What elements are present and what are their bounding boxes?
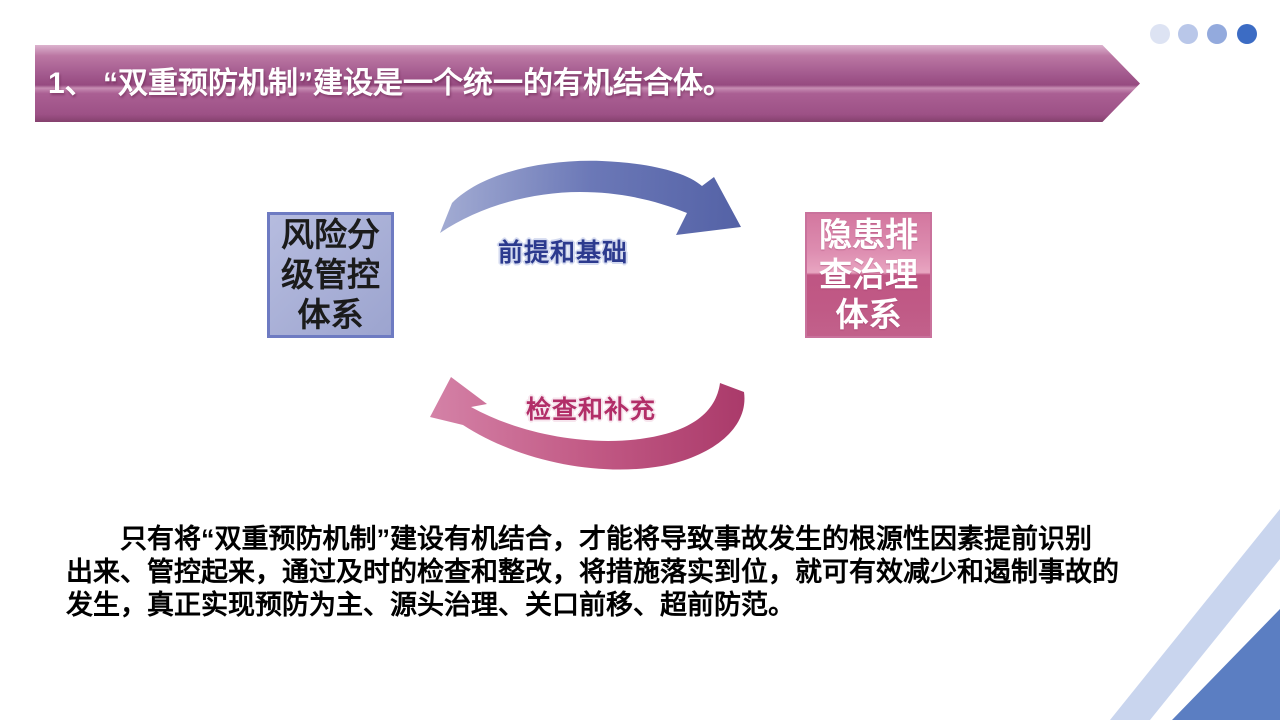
hazard-inspection-box-line: 查治理 <box>819 256 918 293</box>
risk-control-box: 风险分 级管控 体系 <box>267 212 394 338</box>
bottom-arrow-label: 检查和补充 <box>525 396 657 424</box>
decor-dot-icon <box>1150 24 1170 44</box>
decor-dot-icon <box>1207 24 1227 44</box>
body-line: 出来、管控起来，通过及时的检查和整改，将措施落实到位，就可有效减少和遏制事故的 <box>66 557 1119 587</box>
body-paragraph: 只有将“双重预防机制”建设有机结合，才能将导致事故发生的根源性因素提前识别 出来… <box>66 523 1166 622</box>
hazard-inspection-box-line: 体系 <box>835 296 902 333</box>
title-banner: 1、 “双重预防机制”建设是一个统一的有机结合体。 <box>35 45 1140 122</box>
page-title: 1、 “双重预防机制”建设是一个统一的有机结合体。 <box>48 67 734 100</box>
body-line: 发生，真正实现预防为主、源头治理、关口前移、超前防范。 <box>66 590 795 620</box>
risk-control-box-line: 级管控 <box>281 256 380 293</box>
risk-control-box-line: 风险分 <box>281 216 380 253</box>
decor-dots <box>1150 24 1260 45</box>
hazard-inspection-box: 隐患排 查治理 体系 <box>805 212 932 338</box>
risk-control-box-line: 体系 <box>297 296 364 333</box>
hazard-inspection-box-line: 隐患排 <box>819 216 918 253</box>
decor-dot-icon <box>1178 24 1198 44</box>
curved-arrow-right-icon <box>440 160 741 235</box>
body-line: 只有将“双重预防机制”建设有机结合，才能将导致事故发生的根源性因素提前识别 <box>120 524 1092 554</box>
top-arrow-label: 前提和基础 <box>497 239 629 267</box>
decor-dot-icon <box>1237 24 1257 44</box>
corner-triangle-icon <box>1172 609 1280 720</box>
